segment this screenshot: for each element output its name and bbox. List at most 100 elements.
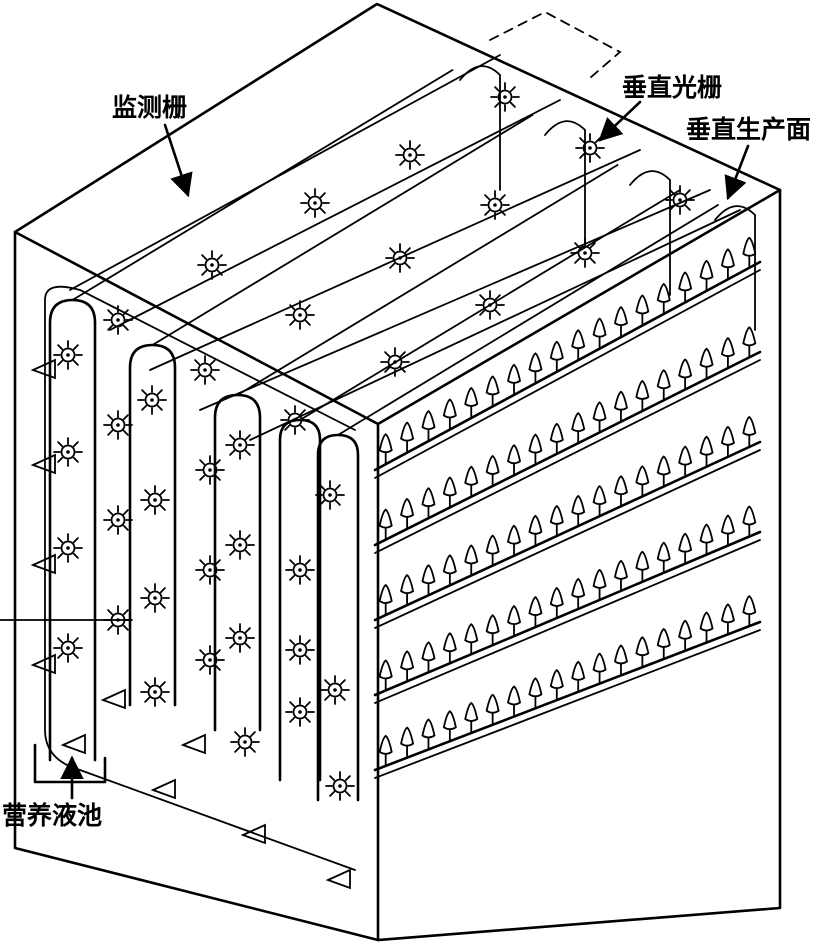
lamp-center <box>66 450 70 454</box>
panel-top-edge <box>151 114 534 346</box>
plant-icon <box>678 619 693 640</box>
lamp-icon <box>103 305 133 335</box>
lamp-ray <box>57 637 64 644</box>
plant-icon <box>635 636 650 657</box>
panel-back-top <box>459 65 501 191</box>
plant-icon <box>400 650 415 671</box>
plant-icon <box>378 508 393 529</box>
lamp-ray <box>669 189 676 196</box>
monitor-rail <box>199 189 711 411</box>
plant-icon <box>507 685 522 706</box>
lamp-ray <box>72 652 79 659</box>
foot-triangle-icon <box>60 733 86 755</box>
plant-icon <box>507 605 522 626</box>
plant-icon <box>613 644 628 665</box>
plant-icon <box>742 595 757 616</box>
monitor-rail <box>69 54 501 291</box>
lamp-ray <box>669 204 676 211</box>
lamp-bulb <box>232 537 248 553</box>
monitor-rail <box>249 209 741 441</box>
lamp-ray <box>122 524 129 531</box>
panel-back-top <box>629 170 671 296</box>
lamp-bulb <box>577 245 593 261</box>
plant-icon <box>656 627 671 648</box>
lamp-ray <box>484 194 491 201</box>
lamp-ray <box>329 790 336 797</box>
lamp-center <box>583 251 587 255</box>
plant-icon <box>421 641 436 662</box>
lamp-center <box>238 443 242 447</box>
lamp-icon <box>53 633 83 663</box>
shelf-rail-lower <box>374 269 761 479</box>
lamp-bulb <box>147 492 163 508</box>
lamp-ray <box>399 351 406 358</box>
lamp-ray <box>319 499 326 506</box>
lamp-bulb <box>144 392 160 408</box>
shelf-rail <box>373 350 762 547</box>
plant-icon <box>378 659 393 680</box>
lamp-center <box>153 596 157 600</box>
shelf-rail <box>373 620 762 772</box>
nutrient-pool-bracket <box>33 743 107 784</box>
plant-row <box>373 326 762 554</box>
label-nutrient-pool: 营养液池 <box>2 801 103 830</box>
lamp-bulb <box>482 297 498 313</box>
arrow-light-grid <box>598 100 642 142</box>
lamp-ray <box>594 152 601 159</box>
plant-icon <box>528 433 543 454</box>
lamp-icon <box>385 243 415 273</box>
lamp-bulb <box>197 362 213 378</box>
plant-icon <box>613 475 628 496</box>
plant-icon <box>528 352 543 373</box>
lamp-center <box>208 568 212 572</box>
lamp-ray <box>144 489 151 496</box>
plant-icon <box>485 454 500 475</box>
lamp-ray <box>229 642 236 649</box>
lamp-bulb <box>147 590 163 606</box>
lamp-ray <box>289 319 296 326</box>
panel-back-top <box>544 120 586 246</box>
lamp-bulb <box>202 652 218 668</box>
lamp-ray <box>304 716 311 723</box>
lamp-ray <box>72 359 79 366</box>
lamp-ray <box>304 192 311 199</box>
lamp-icon <box>300 188 330 218</box>
lamp-icon <box>285 697 315 727</box>
lamp-ray <box>144 504 151 511</box>
plant-icon <box>442 632 457 653</box>
plant-icon <box>400 574 415 595</box>
lamp-center <box>238 636 242 640</box>
lamp-ray <box>684 189 691 196</box>
lamp-center <box>203 368 207 372</box>
lamp-ray <box>484 209 491 216</box>
lamp-ray <box>344 775 351 782</box>
lamp-ray <box>194 374 201 381</box>
lamp-ray <box>319 192 326 199</box>
foot-triangle-icon <box>30 653 56 675</box>
lamp-icon <box>140 485 170 515</box>
lamp-ray <box>229 549 236 556</box>
lamp-center <box>66 646 70 650</box>
lamp-ray <box>214 459 221 466</box>
lamp-ray <box>57 537 64 544</box>
lamp-ray <box>589 242 596 249</box>
foot-triangle-icon <box>100 688 126 710</box>
lamp-center <box>588 146 592 150</box>
plant-icon <box>613 559 628 580</box>
lamp-ray <box>499 209 506 216</box>
lamp-ray <box>499 194 506 201</box>
lamp-ray <box>214 574 221 581</box>
lamp-bulb <box>60 540 76 556</box>
lamp-bulb <box>292 307 308 323</box>
plant-icon <box>528 677 543 698</box>
lamp-bulb <box>332 778 348 794</box>
lamp-center <box>208 658 212 662</box>
plant-icon <box>378 433 393 454</box>
lamp-ray <box>244 627 251 634</box>
lamp-ray <box>479 309 486 316</box>
lamp-center <box>210 263 214 267</box>
plant-icon <box>720 337 735 357</box>
lamp-center <box>313 201 317 205</box>
lamp-ray <box>122 624 129 631</box>
lamp-ray <box>289 574 296 581</box>
